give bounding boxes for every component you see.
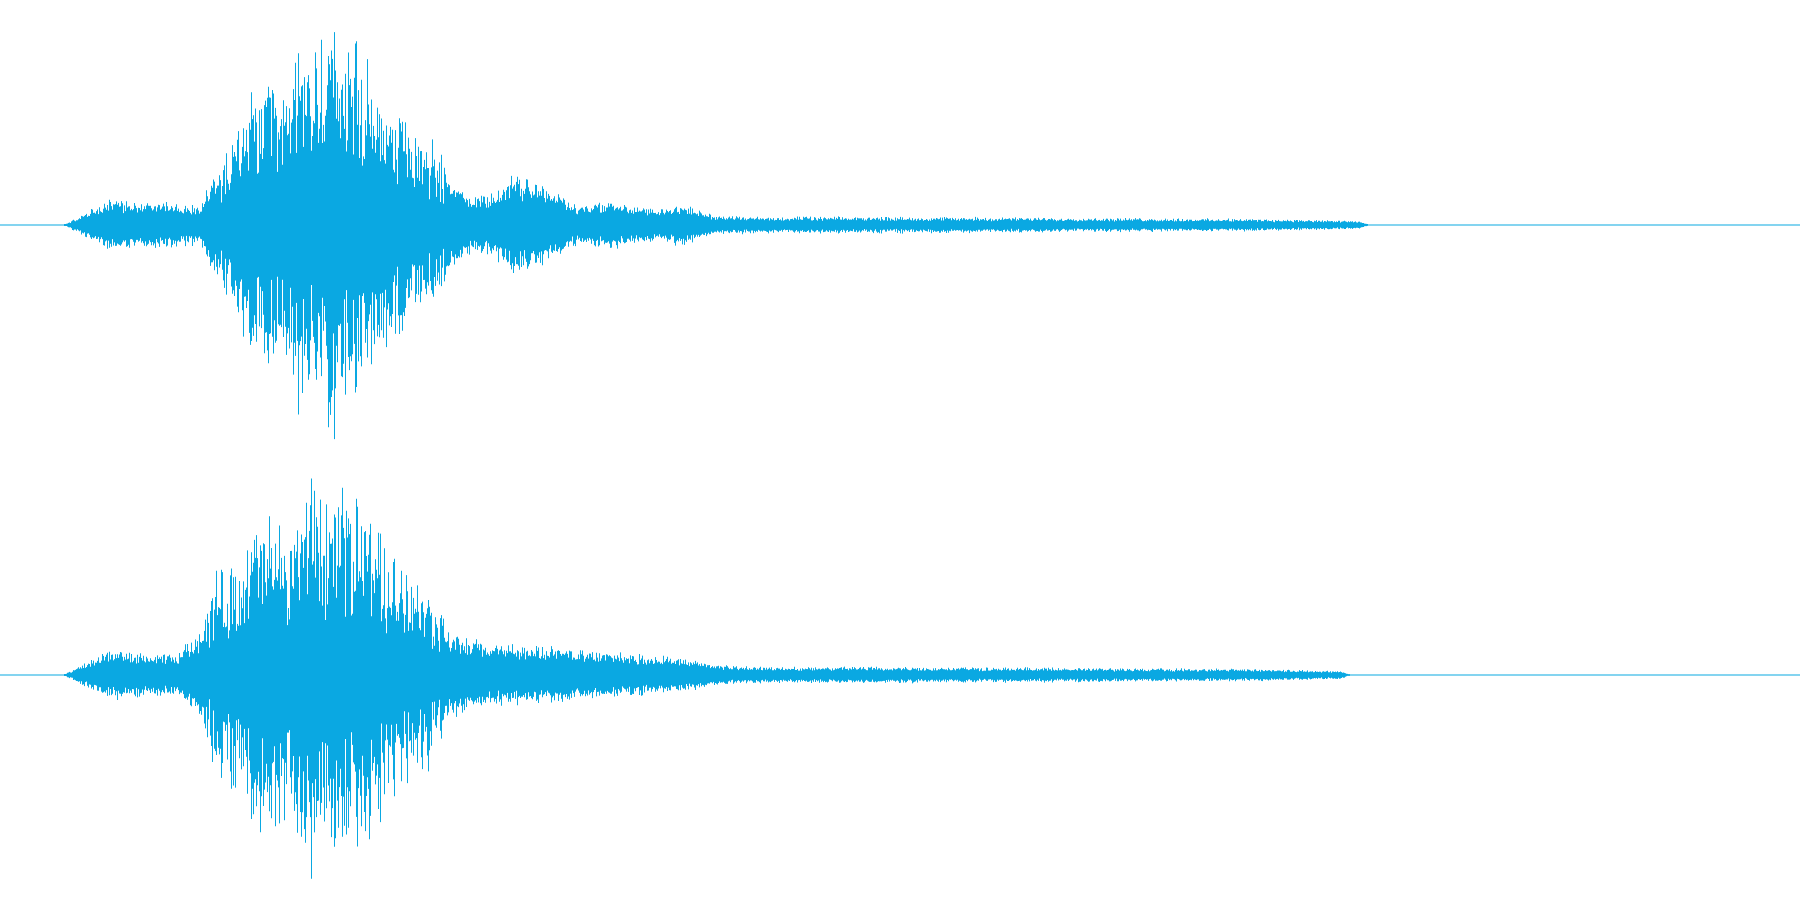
audio-waveform-view[interactable] <box>0 0 1800 900</box>
